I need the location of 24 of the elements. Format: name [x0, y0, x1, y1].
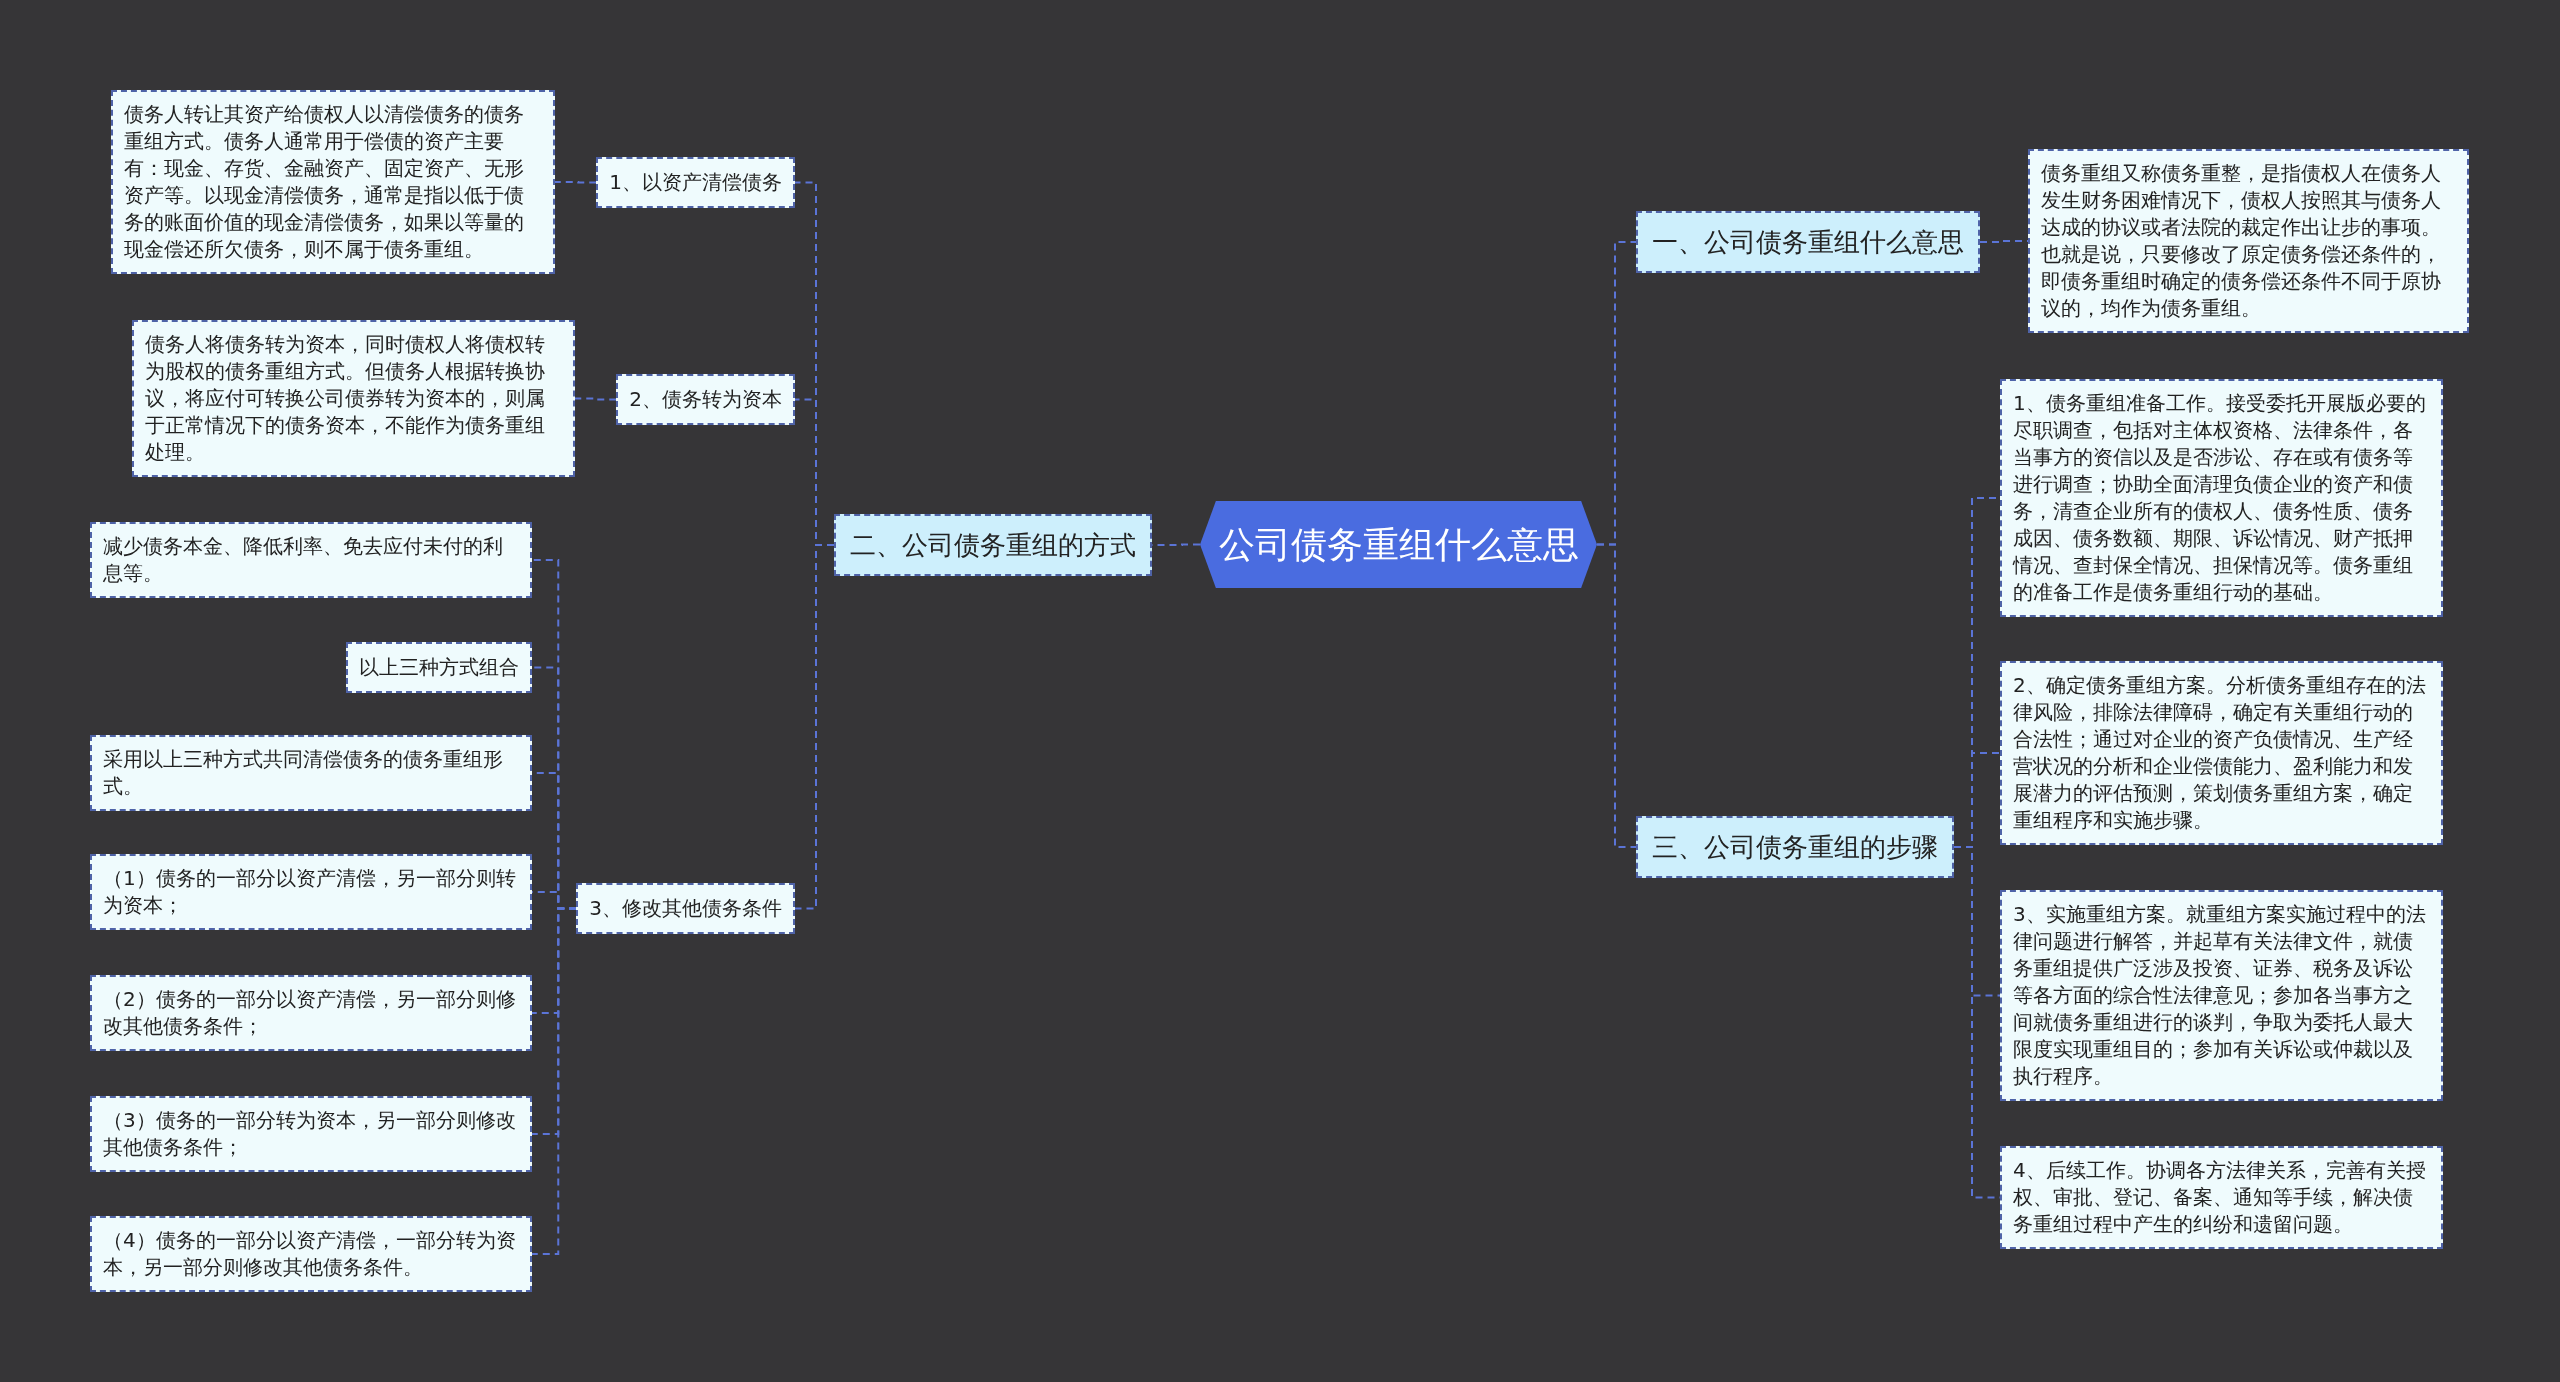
subtopic-box: 以上三种方式组合 — [346, 642, 532, 693]
topic-box: 一、公司债务重组什么意思 — [1636, 211, 1980, 273]
subtopic-box: 1、以资产清偿债务 — [596, 157, 795, 208]
topic-box: 三、公司债务重组的步骤 — [1636, 816, 1954, 878]
note-box: 减少债务本金、降低利率、免去应付未付的利息等。 — [90, 522, 532, 598]
topic-box: 二、公司债务重组的方式 — [834, 514, 1152, 576]
note-box: 1、债务重组准备工作。接受委托开展版必要的尽职调查，包括对主体权资格、法律条件，各当事方的资信以及是否涉讼、存在或有债务等进行调查；协助全面清理负债企业的资产和债务，清查企业所有的债权人、债务性质、债务成因、债务数额、期限、诉讼情况、财产抵押情况、查封保全情况、担保情况等。债务重组的准备工作是债务重组行动的基础。 — [2000, 379, 2443, 617]
note-box: 债务人转让其资产给债权人以清偿债务的债务重组方式。债务人通常用于偿债的资产主要有：现金、存货、金融资产、固定资产、无形资产等。以现金清偿债务，通常是指以低于债务的账面价值的现金清偿债务，如果以等量的现金偿还所欠债务，则不属于债务重组。 — [111, 90, 555, 274]
connector-line — [574, 397, 618, 401]
connector-line — [554, 181, 598, 184]
connector-line — [1596, 543, 1637, 848]
note-box: 债务重组又称债务重整，是指债权人在债务人发生财务困难情况下，债权人按照其与债务人达成的协议或者法院的裁定作出让步的事项。也就是说，只要修改了原定债务偿还条件的，即债务重组时确定的债务偿还条件不同于原协议的，均作为债务重组。 — [2028, 149, 2469, 333]
note-box: （3）债务的一部分转为资本，另一部分则修改其他债务条件； — [90, 1096, 532, 1172]
note-box: 3、实施重组方案。就重组方案实施过程中的法律问题进行解答，并起草有关法律文件，就债务重组提供广泛涉及投资、证券、税务及诉讼等各方面的综合性法律意见；参加各当事方之间就债务重组进行的谈判，争取为委托人最大限度实现重组目的；参加有关诉讼或仲裁以及执行程序。 — [2000, 890, 2443, 1101]
note-box: （1）债务的一部分以资产清偿，另一部分则转为资本； — [90, 854, 532, 930]
note-box: （4）债务的一部分以资产清偿，一部分转为资本，另一部分则修改其他债务条件。 — [90, 1216, 532, 1292]
subtopic-box: 2、债务转为资本 — [616, 374, 795, 425]
note-box: （2）债务的一部分以资产清偿，另一部分则修改其他债务条件； — [90, 975, 532, 1051]
central-topic: 公司债务重组什么意思 — [1200, 501, 1597, 588]
note-box: 4、后续工作。协调各方法律关系，完善有关授权、审批、登记、备案、通知等手续，解决债务重组过程中产生的纠纷和遗留问题。 — [2000, 1146, 2443, 1249]
note-box: 2、确定债务重组方案。分析债务重组存在的法律风险，排除法律障碍，确定有关重组行动的合法性；通过对企业的资产负债情况、生产经营状况的分析和企业偿债能力、盈利能力和发展潜力的评估预测，策划债务重组方案，确定重组程序和实施步骤。 — [2000, 661, 2443, 845]
note-box: 债务人将债务转为资本，同时债权人将债权转为股权的债务重组方式。但债务人根据转换协议，将应付可转换公司债券转为资本的，则属于正常情况下的债务资本，不能作为债务重组处理。 — [132, 320, 575, 477]
subtopic-box: 3、修改其他债务条件 — [576, 883, 795, 934]
note-box: 采用以上三种方式共同清偿债务的债务重组形式。 — [90, 735, 532, 811]
